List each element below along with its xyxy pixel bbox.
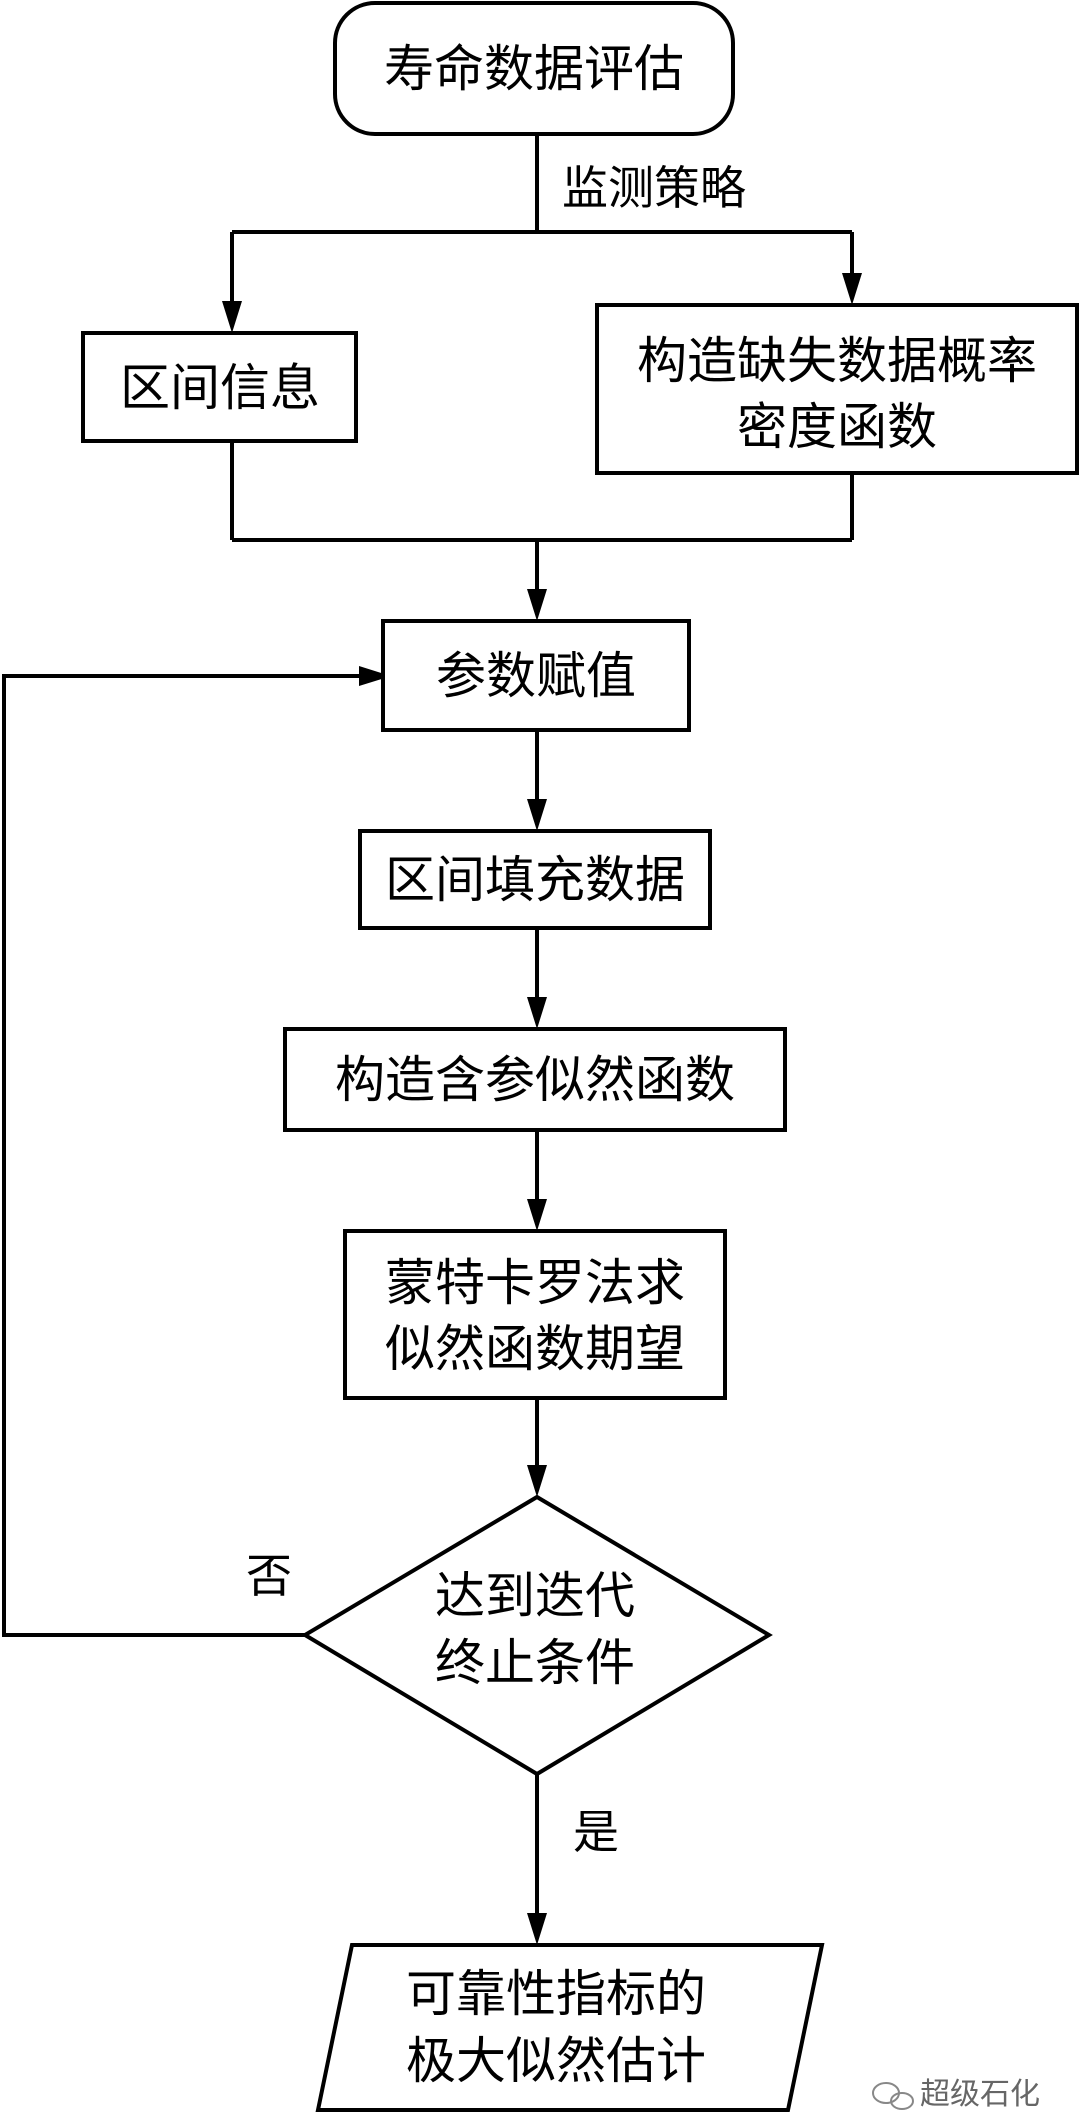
- watermark: 超级石化: [872, 2077, 1040, 2112]
- node-start-label: 寿命数据评估: [384, 40, 684, 98]
- node-interval-info: 区间信息: [81, 331, 358, 443]
- arrowhead-to-output: [527, 1913, 547, 1945]
- node-start: 寿命数据评估: [333, 1, 735, 136]
- arrowhead-left-branch: [222, 301, 242, 333]
- node-monte-carlo: 蒙特卡罗法求 似然函数期望: [343, 1229, 727, 1400]
- node-decision: 达到迭代 终止条件: [301, 1494, 773, 1777]
- node-output: 可靠性指标的 极大似然估计: [315, 1943, 825, 2112]
- node-param-assign-label: 参数赋值: [436, 647, 636, 705]
- arrowhead-to-mc: [527, 1199, 547, 1231]
- node-construct-pdf: 构造缺失数据概率 密度函数: [595, 303, 1079, 475]
- node-construct-pdf-line1: 构造缺失数据概率: [637, 332, 1037, 390]
- node-construct-pdf-line2: 密度函数: [737, 398, 937, 456]
- arrowhead-right-branch: [842, 273, 862, 305]
- node-param-assign: 参数赋值: [381, 619, 691, 732]
- node-decision-line2: 终止条件: [435, 1634, 635, 1692]
- arrowhead-to-param: [527, 589, 547, 621]
- arrowheads: [222, 273, 862, 1945]
- connectors: [2, 134, 854, 1920]
- edge-label-yes: 是: [573, 1805, 619, 1859]
- wechat-icon: [872, 2082, 914, 2110]
- node-decision-line1: 达到迭代: [435, 1567, 635, 1625]
- node-monte-carlo-line1: 蒙特卡罗法求: [385, 1254, 685, 1312]
- edge-label-monitor-strategy: 监测策略: [562, 161, 746, 215]
- watermark-text: 超级石化: [920, 2077, 1040, 2112]
- node-monte-carlo-line2: 似然函数期望: [385, 1320, 685, 1378]
- edge-no-loop: [2, 674, 366, 1637]
- edge-label-no: 否: [246, 1549, 292, 1603]
- node-interval-info-label: 区间信息: [120, 359, 320, 417]
- arrowhead-to-decision: [527, 1465, 547, 1497]
- node-output-line1: 可靠性指标的: [406, 1965, 706, 2023]
- node-likelihood-label: 构造含参似然函数: [335, 1051, 735, 1109]
- arrowhead-to-fill: [527, 799, 547, 831]
- arrowhead-loop-back: [359, 666, 391, 686]
- node-likelihood: 构造含参似然函数: [283, 1027, 787, 1132]
- arrowhead-to-likelihood: [527, 997, 547, 1029]
- node-interval-fill: 区间填充数据: [358, 829, 712, 930]
- node-interval-fill-label: 区间填充数据: [385, 851, 685, 909]
- node-output-line2: 极大似然估计: [406, 2032, 706, 2090]
